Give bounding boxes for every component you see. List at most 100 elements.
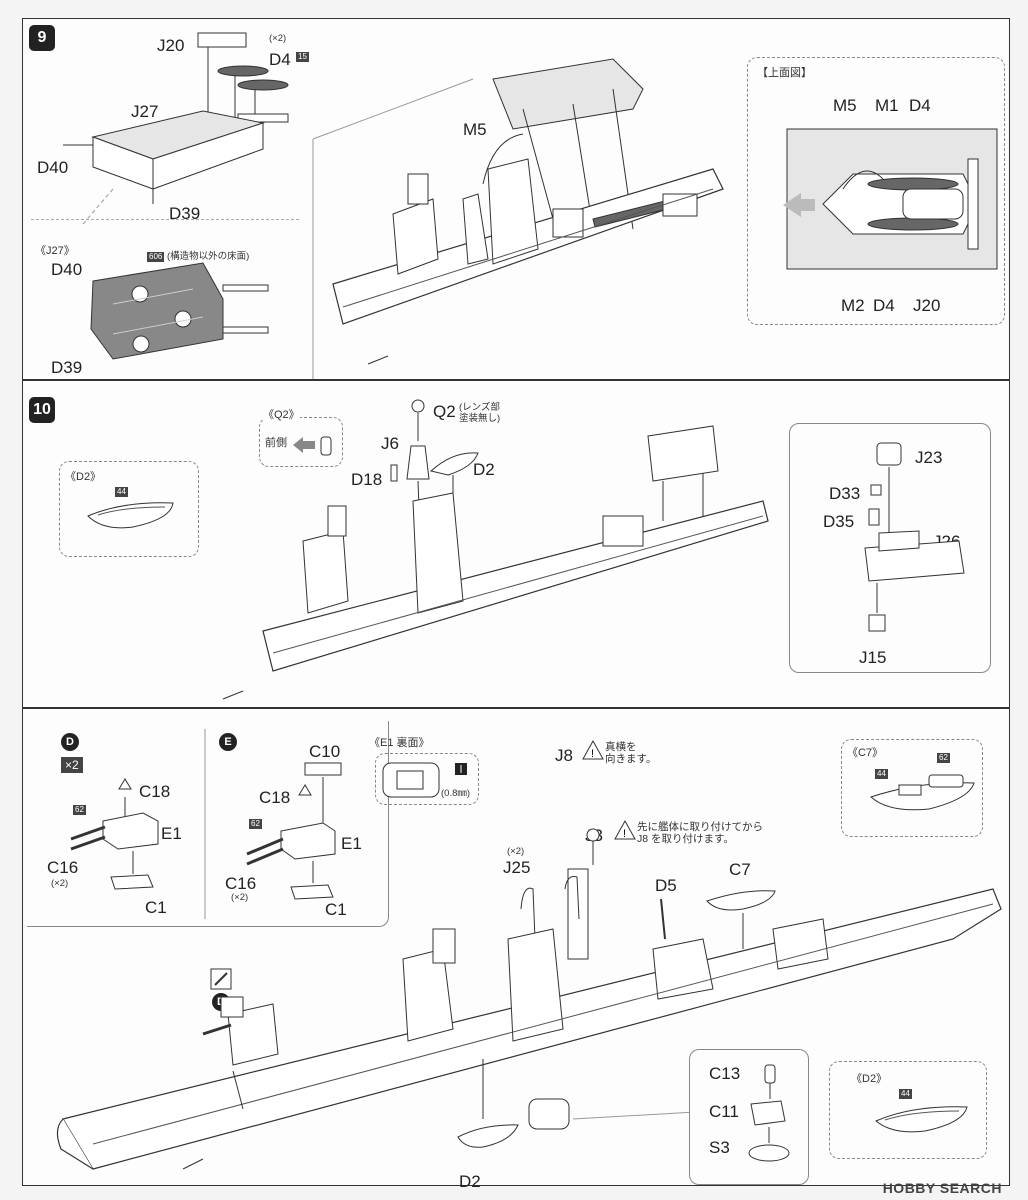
detail-d2-box bbox=[59, 461, 199, 557]
part-label-c16: C16 bbox=[225, 874, 257, 893]
caution-icon: ! bbox=[582, 739, 604, 760]
step-11-panel: 11 D ×2 C18 62 E1 C16 (×2) C1 E C10 C18 … bbox=[22, 708, 1010, 1190]
top-view-box bbox=[747, 57, 1005, 325]
front-arrow-icon bbox=[293, 436, 332, 456]
part-label-d4: D4 bbox=[269, 50, 291, 69]
d2-boat-drawing bbox=[875, 1106, 968, 1133]
drill-size-note: (0.8㎜) bbox=[441, 788, 471, 799]
svg-text:!: ! bbox=[623, 828, 626, 840]
part-label-d39: D39 bbox=[51, 358, 83, 377]
q2-note: (レンズ部 塗装無し) bbox=[459, 402, 501, 424]
part-label-e1: E1 bbox=[161, 824, 182, 843]
detail-e1-back-box bbox=[375, 753, 479, 805]
detail-d2-box bbox=[829, 1061, 987, 1159]
part-label-c11: C11 bbox=[709, 1102, 739, 1121]
part-label-c18: C18 bbox=[259, 788, 291, 807]
step-9-panel: 9 J20 (×2) D4 15 J27 D40 D39 M5 《J27》 bbox=[22, 18, 1010, 380]
paint-badge: 606 bbox=[147, 252, 165, 262]
step-number: 9 bbox=[29, 25, 55, 51]
top-view-title: 【上面図】 bbox=[757, 67, 812, 79]
part-label-j20: J20 bbox=[157, 36, 185, 55]
j27-assembly-drawing bbox=[63, 32, 289, 225]
j26-exploded-drawing bbox=[864, 442, 965, 632]
top-view-drawing bbox=[783, 128, 998, 270]
paint-note: (構造物以外の床面) bbox=[167, 251, 250, 262]
variant-e-marker: E bbox=[219, 733, 237, 751]
detail-title: 《E1 裏面》 bbox=[369, 737, 430, 749]
part-label-d18: D18 bbox=[351, 470, 383, 489]
detail-c7-box bbox=[841, 739, 983, 837]
part-qty-d4: (×2) bbox=[269, 33, 287, 44]
part-label-j25: J25 bbox=[503, 858, 531, 877]
paint-badge: 62 bbox=[937, 753, 950, 763]
part-label-d4: D4 bbox=[873, 296, 895, 315]
variant-d-marker: D bbox=[61, 733, 79, 751]
turret-exploded-drawing bbox=[748, 1064, 790, 1162]
detail-title: 《J27》 bbox=[35, 245, 75, 257]
detail-turret-box bbox=[689, 1049, 809, 1185]
part-label-d35: D35 bbox=[823, 512, 855, 531]
part-label-d40: D40 bbox=[37, 158, 69, 177]
paint-badge: 62 bbox=[249, 819, 262, 829]
quantity-badge: ×2 bbox=[61, 757, 83, 773]
part-label-d4: D4 bbox=[909, 96, 931, 115]
part-label-d33: D33 bbox=[829, 484, 861, 503]
j8-note: 真横を 向きます。 bbox=[605, 741, 657, 766]
part-label-j8: J8 bbox=[555, 746, 573, 765]
part-qty-c16: (×2) bbox=[51, 878, 69, 889]
step-number: 10 bbox=[29, 397, 55, 423]
part-label-d5: D5 bbox=[655, 876, 677, 895]
install-tool-icon bbox=[210, 968, 232, 990]
part-label-c18: C18 bbox=[139, 782, 171, 801]
part-label-m1: M1 bbox=[875, 96, 899, 115]
detail-title: 《D2》 bbox=[65, 471, 102, 483]
c7-boat-drawing bbox=[870, 774, 975, 811]
part-qty-j25: (×2) bbox=[507, 846, 525, 857]
paint-badge: 44 bbox=[899, 1089, 912, 1099]
part-label-q2: Q2 bbox=[433, 402, 456, 421]
e1-back-drawing bbox=[382, 762, 467, 798]
part-label-e1: E1 bbox=[341, 834, 362, 853]
caution-icon: ! bbox=[614, 819, 636, 840]
part-label-c1: C1 bbox=[325, 900, 347, 919]
turret-exploded-drawings bbox=[70, 729, 342, 919]
part-label-c10: C10 bbox=[309, 742, 341, 761]
paint-badge: 44 bbox=[115, 487, 128, 497]
part-label-j23: J23 bbox=[915, 448, 943, 467]
detail-title: 《C7》 bbox=[847, 747, 884, 759]
part-label-d2: D2 bbox=[473, 460, 495, 479]
paint-badge: 62 bbox=[73, 805, 86, 815]
part-label-c16: C16 bbox=[47, 858, 79, 877]
j27-floor-drawing bbox=[90, 262, 269, 360]
detail-title: 《Q2》 bbox=[263, 409, 300, 422]
j3-note: 先に艦体に取り付けてから J8 を取り付けます。 bbox=[637, 821, 763, 846]
hull-assembly-drawing bbox=[56, 828, 1002, 1170]
svg-text:!: ! bbox=[591, 748, 594, 760]
part-label-m5: M5 bbox=[833, 96, 857, 115]
watermark-text: HOBBY SEARCH bbox=[882, 1180, 1002, 1196]
part-label-c13: C13 bbox=[709, 1064, 741, 1083]
part-label-m5: M5 bbox=[463, 120, 487, 139]
part-label-j15: J15 bbox=[859, 648, 887, 667]
part-label-m2: M2 bbox=[841, 296, 865, 315]
part-label-j27: J27 bbox=[131, 102, 159, 121]
part-label-c7: C7 bbox=[729, 860, 751, 879]
d2-boat-drawing bbox=[87, 502, 174, 529]
part-label-c1: C1 bbox=[145, 898, 167, 917]
detail-j27-box bbox=[31, 219, 299, 375]
front-side-label: 前側 bbox=[265, 437, 287, 449]
detail-q2-box bbox=[259, 417, 343, 467]
hull-assembly-drawing bbox=[222, 399, 769, 700]
part-label-d2: D2 bbox=[459, 1172, 481, 1191]
part-label-j6: J6 bbox=[381, 434, 399, 453]
detail-title: 《D2》 bbox=[851, 1073, 888, 1085]
part-label-j20: J20 bbox=[913, 296, 941, 315]
part-label-d39: D39 bbox=[169, 204, 201, 223]
hull-assembly-drawing bbox=[312, 58, 724, 379]
step-10-panel: 10 《Q2》 前側 《D2》 44 Q2 (レンズ部 塗装無し) J6 D18… bbox=[22, 380, 1010, 708]
part-label-s3: S3 bbox=[709, 1138, 730, 1157]
part-qty-c16: (×2) bbox=[231, 892, 249, 903]
paint-badge: 44 bbox=[875, 769, 888, 779]
paint-badge: 15 bbox=[296, 52, 309, 62]
